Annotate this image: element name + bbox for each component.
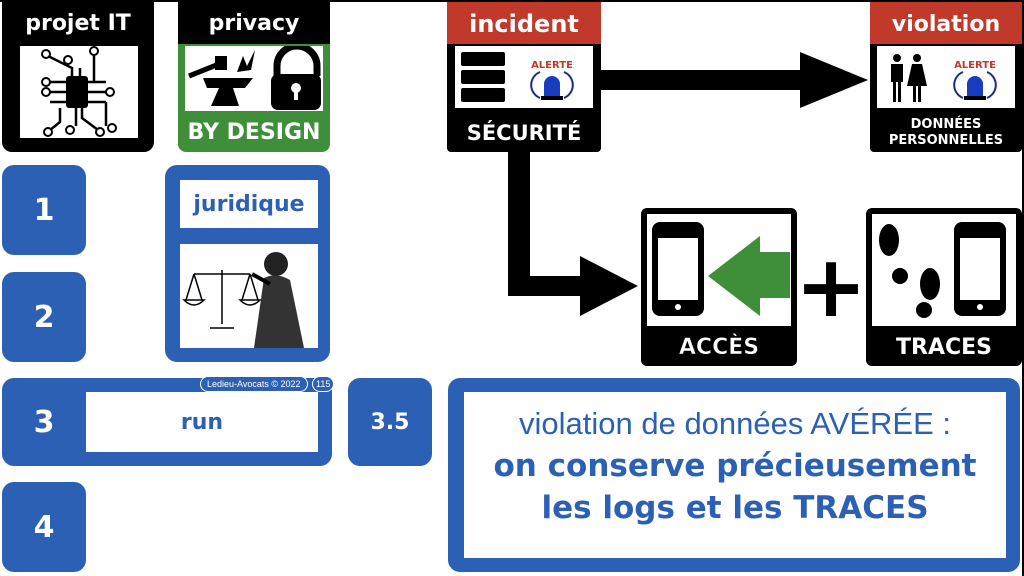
plus-sign: + bbox=[795, 237, 867, 337]
step-3-label: 3 bbox=[33, 404, 55, 440]
run-label: run bbox=[86, 392, 318, 452]
incident-flow-diagram: incident ALERTE SÉCURITÉ violation ALERT… bbox=[447, 2, 1022, 366]
circuit-chip-icon bbox=[20, 46, 138, 138]
securite-label: SÉCURITÉ bbox=[467, 120, 582, 145]
projet-it-tile: projet IT bbox=[2, 2, 154, 152]
traces-tile: TRACES bbox=[866, 208, 1022, 366]
message-inner: violation de données AVÉRÉE : on conserv… bbox=[464, 392, 1006, 558]
slide-top-border bbox=[0, 0, 1024, 2]
smartphone-icon bbox=[954, 222, 1006, 316]
green-arrow-icon bbox=[708, 236, 790, 316]
step-3-run-tile[interactable]: 3 run Ledieu-Avocats © 2022 115 bbox=[2, 376, 335, 466]
server-icon bbox=[461, 52, 505, 102]
footer-credit: Ledieu-Avocats © 2022 bbox=[200, 376, 308, 392]
message-line-1: violation de données AVÉRÉE : bbox=[519, 406, 951, 441]
traces-label: TRACES bbox=[896, 335, 992, 360]
step-3-5-tile[interactable]: 3.5 bbox=[348, 378, 432, 466]
step-2-tile[interactable]: 2 bbox=[2, 272, 86, 362]
message-line-3: les logs et les TRACES bbox=[541, 490, 929, 526]
donnees-label-1: DONNÉES bbox=[911, 116, 982, 132]
alarm-icon: ALERTE bbox=[953, 60, 997, 100]
footprints-icon bbox=[879, 224, 940, 318]
step-1-label: 1 bbox=[33, 192, 55, 228]
violation-label: violation bbox=[892, 12, 1000, 37]
message-line-2: on conserve précieusement bbox=[493, 448, 977, 484]
page-number: 115 bbox=[312, 376, 335, 392]
people-icon bbox=[891, 54, 927, 102]
slide-right-border bbox=[1022, 0, 1024, 576]
juridique-tile[interactable]: juridique bbox=[165, 165, 330, 362]
incident-label: incident bbox=[469, 10, 579, 38]
step-4-label: 4 bbox=[33, 509, 55, 545]
acces-label: ACCÈS bbox=[679, 334, 759, 360]
step-3-5-label: 3.5 bbox=[370, 409, 410, 435]
by-design-label: BY DESIGN bbox=[187, 119, 321, 145]
arrow-to-acces bbox=[508, 152, 638, 316]
svg-text:ALERTE: ALERTE bbox=[531, 60, 573, 71]
acces-tile: ACCÈS bbox=[641, 208, 797, 366]
donnees-label-2: PERSONNELLES bbox=[889, 133, 1003, 148]
juridique-label: juridique bbox=[180, 180, 318, 228]
privacy-by-design-tile: privacy BY DESIGN bbox=[178, 2, 330, 152]
projet-it-label: projet IT bbox=[25, 10, 131, 36]
step-1-tile[interactable]: 1 bbox=[2, 165, 86, 255]
message-box: violation de données AVÉRÉE : on conserv… bbox=[448, 378, 1020, 572]
violation-tile: violation ALERTE DONNÉES PERSONNELLES bbox=[870, 2, 1022, 152]
lady-justice-icon bbox=[180, 244, 318, 348]
step-2-label: 2 bbox=[33, 299, 55, 335]
smartphone-icon bbox=[652, 222, 704, 316]
svg-text:ALERTE: ALERTE bbox=[954, 60, 996, 71]
arrow-to-violation bbox=[600, 52, 868, 108]
step-4-tile[interactable]: 4 bbox=[2, 482, 86, 572]
anvil-lock-icon bbox=[185, 42, 323, 111]
incident-tile: incident ALERTE SÉCURITÉ bbox=[447, 2, 601, 152]
alarm-icon: ALERTE bbox=[530, 60, 574, 100]
privacy-label: privacy bbox=[178, 2, 330, 44]
